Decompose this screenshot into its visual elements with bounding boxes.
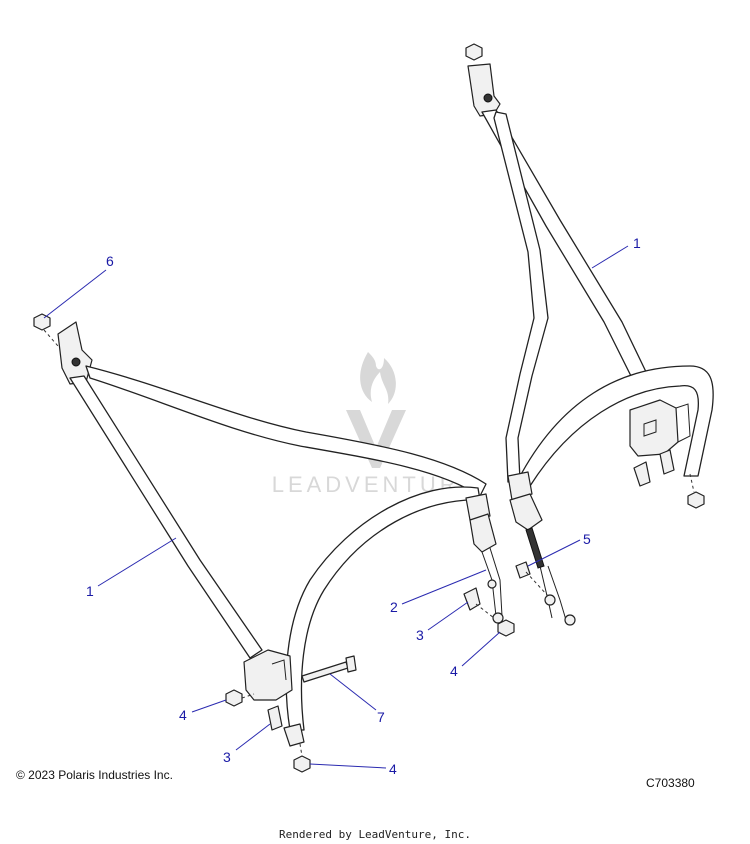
diagram-code: C703380 [646,776,695,790]
right-buckle [509,493,543,531]
copyright-notice: © 2023 Polaris Industries Inc. [16,768,173,782]
callout-3-bottom: 3 [223,749,231,765]
left-top-nut [33,313,51,331]
left-buckle-bolt [463,587,481,611]
right-buckle-bolt [515,561,531,579]
right-retractor-bolt-a [633,461,651,487]
callout-7: 7 [377,709,385,725]
right-anchor-bolt [483,93,493,103]
left-buckle-nut [497,619,515,637]
left-bottom-nut [293,755,311,773]
left-bottom-bolt [267,705,283,731]
right-buckle-bracket-hole-b [564,614,576,626]
left-retractor-long-bolt [301,661,349,683]
right-latch-plate [507,471,533,501]
left-lap-strap-upper [85,365,487,497]
callout-4-mid: 4 [450,663,458,679]
left-retractor-side-nut [225,689,243,707]
footer-rendered-by: Rendered by LeadVenture, Inc. [278,828,472,841]
right-retractor-nut [687,491,705,509]
left-buckle [469,513,497,553]
right-seat-belt-assembly [465,43,714,626]
callout-4-bottom: 4 [389,761,397,777]
left-lap-strap-loop [285,486,481,731]
left-retractor [243,649,293,701]
right-top-nut [465,43,483,61]
callout-6: 6 [106,253,114,269]
callout-4-left: 4 [179,707,187,723]
right-top-anchor-plate [467,63,501,117]
left-buckle-bracket-hole-b [492,612,504,624]
left-anchor-bolt [71,357,81,367]
left-top-anchor-plate [57,321,93,385]
callout-1-left: 1 [86,583,94,599]
right-buckle-cable [525,527,545,569]
right-buckle-bracket-hole-a [544,594,556,606]
right-lap-strap-loop [517,365,714,487]
left-buckle-bracket-hole-a [487,579,497,589]
callouts: 1 6 1 5 2 3 4 4 7 3 4 [43,235,641,777]
callout-1-right: 1 [633,235,641,251]
left-seat-belt-assembly [33,313,515,773]
callout-2: 2 [390,599,398,615]
callout-3-mid: 3 [416,627,424,643]
left-bottom-anchor-plate [283,723,305,747]
left-latch-plate [465,493,491,521]
right-retractor [629,399,679,457]
right-retractor-bolt-b [659,449,675,475]
callout-5: 5 [583,531,591,547]
left-shoulder-strap [69,375,263,659]
